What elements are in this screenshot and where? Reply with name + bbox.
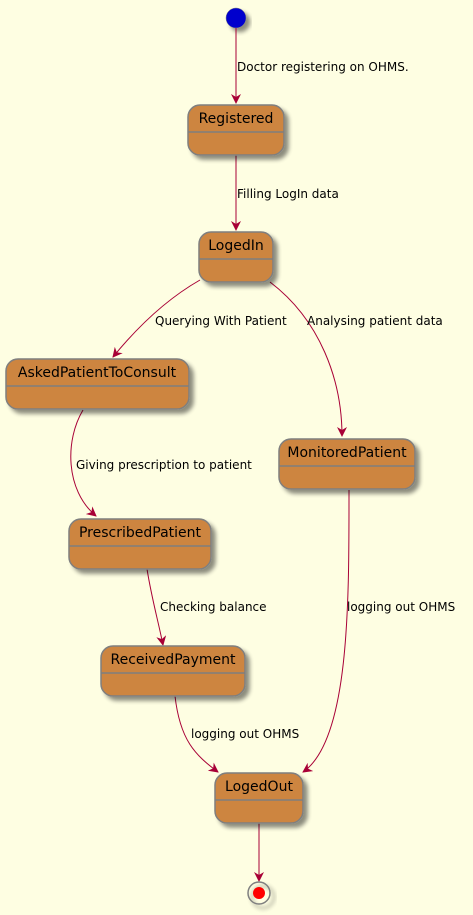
- state-logedin-label: LogedIn: [208, 238, 264, 254]
- end-node: [247, 881, 271, 905]
- state-loged-out: LogedOut: [214, 772, 304, 824]
- transition-logedin-to-asked: [112, 279, 201, 358]
- label-start-to-registered: Doctor registering on OHMS.: [237, 60, 409, 74]
- state-registered-label: Registered: [199, 111, 274, 127]
- label-logedin-to-monitored: Analysing patient data: [307, 314, 443, 328]
- label-received-to-logedout: logging out OHMS: [191, 727, 299, 741]
- state-monitored-label: MonitoredPatient: [287, 445, 407, 461]
- state-received-payment: ReceivedPayment: [100, 645, 246, 697]
- state-received-label: ReceivedPayment: [111, 652, 236, 668]
- label-monitored-to-logedout: logging out OHMS: [347, 600, 455, 614]
- transition-logedin-to-monitored: [269, 281, 347, 437]
- transition-monitored-to-logedout: [302, 489, 350, 773]
- label-logedin-to-asked: Querying With Patient: [155, 314, 287, 328]
- transition-received-to-logedout: [174, 695, 219, 773]
- label-registered-to-logedin: Filling LogIn data: [237, 187, 339, 201]
- state-registered: Registered: [187, 104, 285, 156]
- state-logedin: LogedIn: [198, 231, 274, 283]
- state-asked-label: AskedPatientToConsult: [18, 365, 177, 381]
- state-prescribed-label: PrescribedPatient: [79, 525, 202, 541]
- state-monitored-patient: MonitoredPatient: [278, 438, 416, 490]
- state-logedout-label: LogedOut: [225, 779, 293, 795]
- transition-asked-to-prescribed: [70, 409, 97, 517]
- state-prescribed-patient: PrescribedPatient: [68, 518, 212, 570]
- label-prescribed-to-received: Checking balance: [160, 600, 267, 614]
- transition-prescribed-to-received: [146, 568, 167, 646]
- state-asked-patient-to-consult: AskedPatientToConsult: [5, 358, 190, 410]
- label-asked-to-prescribed: Giving prescription to patient: [76, 458, 252, 472]
- start-node: [225, 7, 247, 29]
